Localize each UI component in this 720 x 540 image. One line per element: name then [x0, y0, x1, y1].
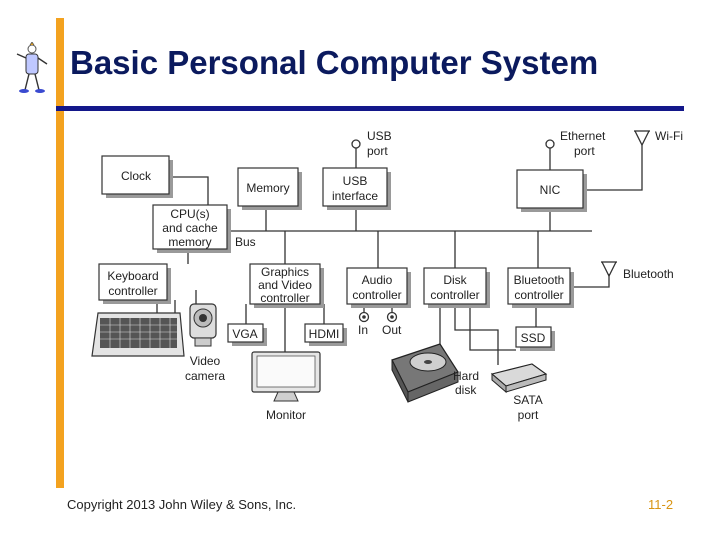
wifi-antenna-icon: [634, 130, 650, 147]
accent-bar: [56, 18, 64, 488]
memory-box: Memory: [237, 167, 302, 210]
hard-disk-icon: [391, 343, 459, 403]
svg-text:SSD: SSD: [521, 331, 546, 345]
svg-text:controller: controller: [260, 291, 309, 305]
usb-port-connector: [351, 139, 361, 149]
ssd-box: SSD: [515, 326, 555, 351]
copyright-footer: Copyright 2013 John Wiley & Sons, Inc.: [67, 497, 297, 512]
svg-text:and Video: and Video: [258, 278, 312, 292]
svg-text:camera: camera: [185, 369, 225, 383]
monitor-label: Monitor: [266, 408, 306, 422]
svg-text:Keyboard: Keyboard: [107, 269, 158, 283]
svg-text:VGA: VGA: [232, 327, 257, 341]
svg-text:CPU(s): CPU(s): [170, 207, 209, 221]
hard-disk-label: Hard: [453, 369, 479, 383]
hdmi-box: HDMI: [304, 323, 347, 346]
disk-controller-box: Disk controller: [423, 267, 490, 308]
video-camera-icon: [189, 303, 217, 347]
nic-box: NIC: [516, 169, 587, 212]
bluetooth-antenna-icon: [601, 261, 617, 278]
audio-controller-box: Audio controller: [346, 267, 411, 308]
svg-text:port: port: [367, 144, 388, 158]
video-camera-label: Video: [190, 354, 221, 368]
svg-text:controller: controller: [352, 288, 401, 302]
sata-drive-icon: [490, 363, 548, 394]
svg-text:Graphics: Graphics: [261, 265, 309, 279]
bluetooth-label: Bluetooth: [623, 267, 674, 281]
cpu-box: CPU(s) and cache memory: [152, 204, 231, 253]
ethernet-port-connector: [545, 139, 555, 149]
svg-text:controller: controller: [514, 288, 563, 302]
svg-text:Memory: Memory: [246, 181, 289, 195]
svg-text:Bluetooth: Bluetooth: [514, 273, 565, 287]
monitor-icon: [251, 351, 321, 402]
vga-box: VGA: [227, 323, 267, 346]
svg-text:USB: USB: [343, 174, 368, 188]
svg-text:and cache: and cache: [162, 221, 218, 235]
audio-out-label: Out: [382, 323, 402, 337]
svg-text:Audio: Audio: [362, 273, 393, 287]
graphics-controller-box: Graphics and Video controller: [249, 263, 324, 308]
bluetooth-controller-box: Bluetooth controller: [507, 267, 574, 308]
svg-text:Clock: Clock: [121, 169, 152, 183]
svg-text:port: port: [574, 144, 595, 158]
svg-text:controller: controller: [108, 284, 157, 298]
svg-text:memory: memory: [168, 235, 211, 249]
svg-text:HDMI: HDMI: [309, 327, 340, 341]
audio-in-label: In: [358, 323, 368, 337]
svg-text:interface: interface: [332, 189, 378, 203]
title-underline: [56, 106, 684, 111]
sata-port-label: SATA: [513, 393, 543, 407]
svg-text:port: port: [518, 408, 539, 422]
wifi-label: Wi-Fi: [655, 129, 683, 143]
svg-text:controller: controller: [430, 288, 479, 302]
svg-text:NIC: NIC: [540, 183, 561, 197]
mascot-icon: [16, 42, 48, 93]
bus-label: Bus: [235, 235, 256, 249]
keyboard-controller-box: Keyboard controller: [98, 263, 171, 304]
clock-box: Clock: [101, 155, 173, 198]
page-number: 11-2: [648, 497, 674, 512]
ethernet-port-label: Ethernet: [560, 129, 606, 143]
page-title: Basic Personal Computer System: [70, 44, 599, 81]
audio-in-jack: [362, 315, 366, 319]
keyboard-icon: [91, 312, 185, 357]
audio-out-jack: [390, 315, 394, 319]
svg-text:Disk: Disk: [443, 273, 467, 287]
svg-text:disk: disk: [455, 383, 477, 397]
usb-interface-box: USB interface: [322, 167, 391, 210]
usb-port-label: USB: [367, 129, 392, 143]
